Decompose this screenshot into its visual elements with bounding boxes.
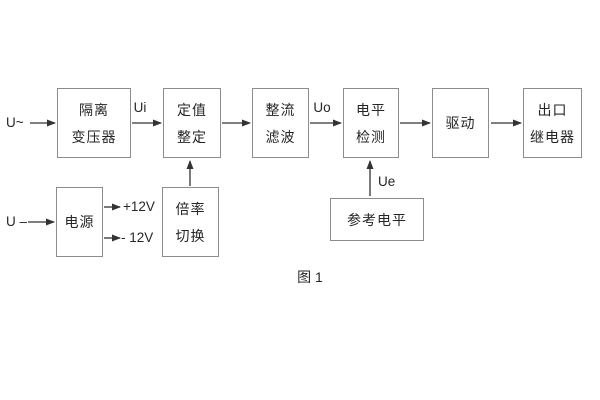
signal-label-ue: Ue [378,174,396,189]
block-label: 变压器 [71,128,117,145]
block-output-relay: 出口 继电器 [523,88,582,158]
signal-label-ui: Ui [133,100,147,115]
block-label: 电平 [356,101,386,118]
signal-label-uo: Uo [313,100,331,115]
block-reference-level: 参考电平 [330,198,424,241]
block-level-detect: 电平 检测 [343,88,399,158]
block-label: 参考电平 [347,211,407,228]
block-setting-adjust: 定值 整定 [163,88,221,158]
block-isolation-transformer: 隔离 变压器 [57,88,131,158]
block-label: 切换 [175,227,206,244]
block-label: 整流 [265,101,296,118]
block-label: 驱动 [445,115,476,131]
signal-label-plus12v: +12V [123,199,155,214]
block-label: 检测 [356,128,386,145]
block-label: 倍率 [175,200,206,217]
block-label: 电源 [64,214,95,230]
signal-label-minus12v: - 12V [121,230,154,245]
block-rectifier-filter: 整流 滤波 [252,88,309,158]
signal-label-input-ac: U~ [6,115,24,130]
block-label: 整定 [177,128,207,145]
block-label: 定值 [177,101,207,118]
block-label: 滤波 [265,128,296,145]
signal-label-input-dc: U – [6,214,28,229]
block-label: 出口 [537,101,568,118]
figure-caption: 图 1 [297,269,323,285]
block-ratio-switch: 倍率 切换 [162,187,219,257]
block-driver: 驱动 [432,88,489,158]
block-power-supply: 电源 [56,187,103,257]
block-label: 继电器 [530,128,575,145]
block-label: 隔离 [79,101,109,118]
